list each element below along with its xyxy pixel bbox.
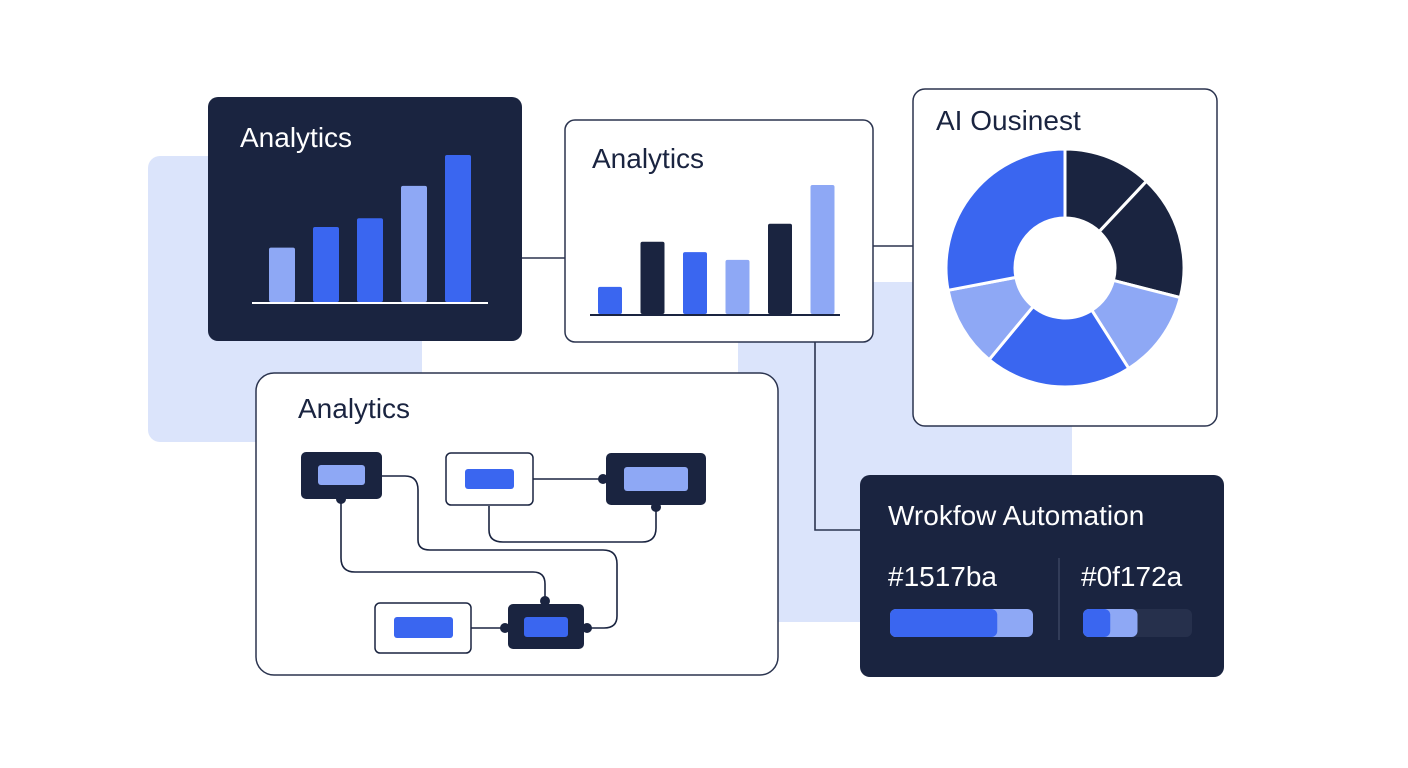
panel-donut-title: AI Ousinest <box>936 105 1081 136</box>
panel-analytics-dark-title: Analytics <box>240 122 352 153</box>
panel-flow: Analytics <box>255 372 779 676</box>
light-chart-bar-4 <box>725 259 750 314</box>
light-chart-bar-5 <box>768 223 792 314</box>
donut-slice-6 <box>944 147 1067 293</box>
panel-analytics-light-title: Analytics <box>592 143 704 174</box>
panel-workflow-title: Wrokfow Automation <box>888 500 1144 531</box>
workflow-progress-right <box>1083 609 1192 637</box>
dark-chart-bar-5 <box>445 155 471 302</box>
bar-chart-dark <box>269 155 471 302</box>
flow-node-c-port-left <box>598 474 608 484</box>
flow-edge-a-to-e-alt <box>381 475 618 629</box>
flow-node-a-pill <box>318 465 365 485</box>
flow-node-e-port-right <box>582 623 592 633</box>
flow-node-e-pill <box>524 617 568 637</box>
workflow-hex-right: #0f172a <box>1081 561 1183 592</box>
flow-node-d[interactable] <box>374 602 472 654</box>
flow-node-c[interactable] <box>598 453 706 512</box>
flow-edge-b-to-c <box>488 506 657 543</box>
workflow-progress-left <box>890 609 1033 637</box>
workflow-hex-left: #1517ba <box>888 561 997 592</box>
panel-workflow: Wrokfow Automation #1517ba #0f172a <box>860 475 1224 677</box>
flow-node-a[interactable] <box>301 452 382 504</box>
flow-node-e[interactable] <box>500 596 592 649</box>
donut-chart <box>944 147 1186 389</box>
panel-flow-bg <box>255 372 779 676</box>
panel-flow-title: Analytics <box>298 393 410 424</box>
flow-edges <box>340 475 657 629</box>
panel-connectors <box>521 245 913 531</box>
dark-chart-bar-1 <box>269 247 295 302</box>
workflow-progress-left-fill <box>890 609 998 637</box>
donut-slice-4 <box>987 304 1131 389</box>
panel-analytics-dark: Analytics <box>208 97 522 341</box>
light-chart-bar-2 <box>640 241 665 314</box>
panel-analytics-light: Analytics <box>564 119 874 343</box>
flow-node-e-port-left <box>500 623 510 633</box>
dark-chart-bar-2 <box>313 227 339 302</box>
dark-chart-bar-4 <box>401 185 427 302</box>
flow-node-b[interactable] <box>445 452 534 506</box>
light-chart-bar-1 <box>598 286 622 314</box>
light-chart-bar-6 <box>810 185 835 314</box>
flow-node-c-port-bottom <box>651 502 661 512</box>
flow-node-c-pill <box>624 467 688 491</box>
workflow-progress-right-blue <box>1083 609 1111 637</box>
panel-donut: AI Ousinest <box>912 88 1218 427</box>
bar-chart-light <box>598 185 835 314</box>
light-chart-bar-3 <box>683 252 707 314</box>
connector-light-to-workflow <box>814 342 860 531</box>
flow-node-e-port-top <box>540 596 550 606</box>
flow-node-a-port <box>336 494 346 504</box>
flow-node-d-pill <box>394 617 453 638</box>
flow-node-b-pill <box>465 469 514 489</box>
flow-edge-a-to-e <box>340 499 546 600</box>
dark-chart-bar-3 <box>357 218 383 302</box>
